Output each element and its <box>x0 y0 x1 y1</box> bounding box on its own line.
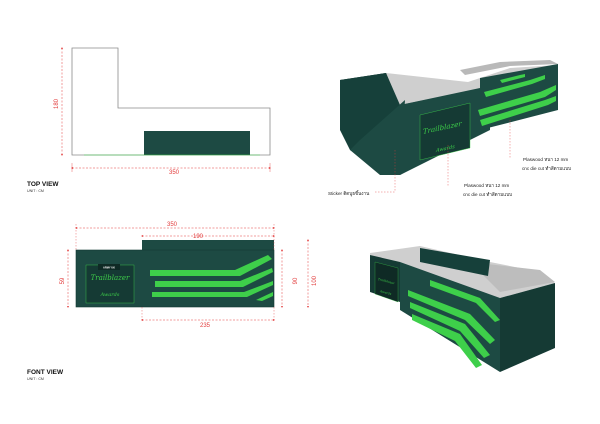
persp2-brand-line1: Trailblazer <box>378 277 395 286</box>
plaswood-annotation-1: Plaswood หนา 12 mm cnc die cut ทำสีตามแบ… <box>447 145 512 197</box>
front-upper-dimension: 190 <box>141 234 275 240</box>
front-sticker-text: ARMY UK <box>103 265 115 269</box>
front-view-unit: UNIT : CM <box>27 377 44 381</box>
persp2-brand-line2: Awards <box>379 289 392 296</box>
plaswood-note-1-line2: cnc die cut ทำสีตามแบบ <box>463 191 512 197</box>
plaswood-annotation-2: Plaswood หนา 12 mm cnc die cut ทำสีตามแบ… <box>509 120 571 171</box>
top-view-title: TOP VIEW <box>27 181 59 188</box>
perspective-view-side: Trailblazer Awards <box>370 246 555 372</box>
top-depth-label: 180 <box>54 98 60 109</box>
front-brand-line1: Trailblazer <box>91 274 130 282</box>
front-view-elevation: ARMY UK Trailblazer Awards <box>75 240 275 308</box>
front-left-height-dimension: 59 <box>60 249 69 308</box>
front-lower-label: 235 <box>200 323 211 329</box>
perspective-view-front: Trailblazer Awards <box>340 60 558 175</box>
front-right-outer-label: 100 <box>312 275 318 286</box>
front-right-height-dimensions: 90 100 <box>281 239 318 308</box>
front-brand-line2: Awards <box>100 292 120 298</box>
front-width-label: 350 <box>167 222 178 228</box>
front-right-inner-label: 90 <box>293 277 299 284</box>
plaswood-note-2-line2: cnc die cut ทำสีตามแบบ <box>522 165 571 171</box>
sticker-note: Sticker ติดบูธขึ้นงาน <box>328 190 370 197</box>
persp1-brand-line2: Awards <box>435 144 455 154</box>
front-left-height-label: 59 <box>60 277 66 284</box>
plaswood-note-1-line1: Plaswood หนา 12 mm <box>464 183 509 188</box>
plaswood-note-2-line1: Plaswood หนา 12 mm <box>523 157 568 162</box>
front-upper-label: 190 <box>193 234 204 240</box>
front-lower-dimension: 235 <box>141 307 275 329</box>
top-view-plan <box>71 47 271 156</box>
front-width-dimension: 350 <box>75 222 275 250</box>
top-view-unit: UNIT : CM <box>27 189 44 193</box>
top-width-dimension: 350 <box>71 163 271 176</box>
top-depth-dimension: 180 <box>54 47 63 156</box>
front-view-title: FONT VIEW <box>27 369 64 376</box>
top-width-label: 350 <box>169 170 180 176</box>
sticker-annotation: Sticker ติดบูธขึ้นงาน <box>328 150 396 197</box>
